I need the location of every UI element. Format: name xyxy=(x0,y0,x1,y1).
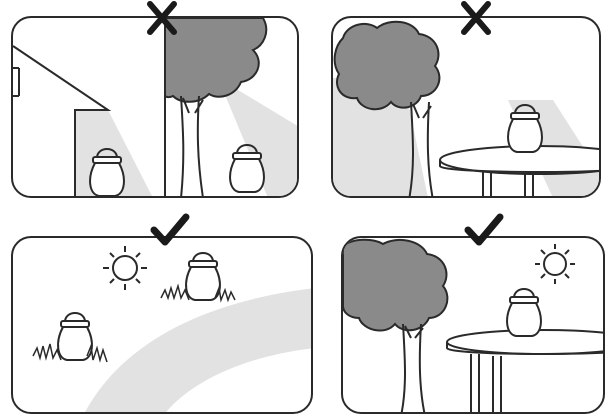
path-shadow xyxy=(83,288,313,414)
table xyxy=(447,330,605,414)
lamp-on-table xyxy=(508,105,542,152)
lamp-left xyxy=(90,149,124,196)
cross-icon xyxy=(456,0,496,36)
sun-icon xyxy=(535,244,575,284)
panel-tree-table xyxy=(331,16,601,198)
tree-trunk xyxy=(401,324,425,414)
tree-canopy xyxy=(343,240,447,331)
panel-house-tree xyxy=(11,16,299,198)
check-icon xyxy=(150,212,190,248)
lamp-on-table xyxy=(507,289,541,336)
panel-table-in-sun-scene xyxy=(343,238,605,414)
panel-table-in-sun xyxy=(341,236,605,414)
panel-sunny-lawn xyxy=(11,236,313,414)
lamp-right xyxy=(230,145,264,192)
cross-icon xyxy=(142,0,182,36)
tree-canopy xyxy=(335,22,440,109)
tree-trunk xyxy=(181,96,203,198)
lamp-back xyxy=(186,253,220,300)
panel-house-tree-scene xyxy=(13,18,299,198)
sun-icon xyxy=(103,246,147,290)
panel-sunny-lawn-scene xyxy=(13,238,313,414)
check-icon xyxy=(464,212,504,248)
lamp-front xyxy=(58,313,92,360)
panel-tree-table-scene xyxy=(333,18,601,198)
